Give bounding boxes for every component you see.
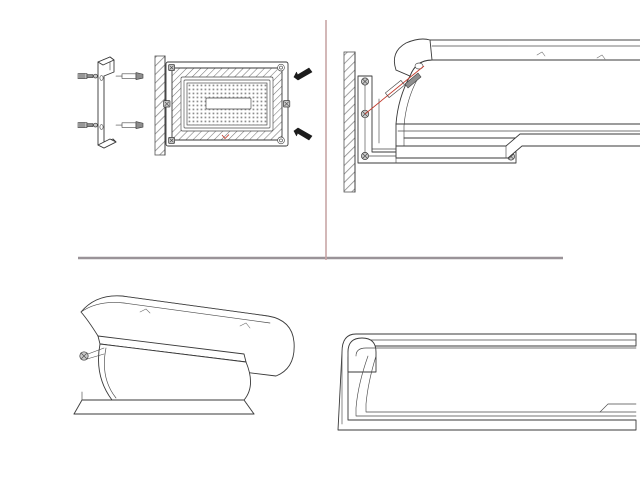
corner-screw-bottom-right [277, 136, 285, 145]
side-clip-left [163, 100, 171, 108]
housing-corner-screws [168, 63, 285, 145]
callout-screw-graphic [385, 72, 422, 98]
locking-screw-step3 [79, 347, 105, 361]
wall-anchor-upper [77, 73, 98, 80]
lamp-body-step2 [393, 38, 640, 164]
plate-screw-bottom-left [361, 152, 369, 160]
led-panel-housing [165, 61, 289, 147]
wall-anchor-lower [77, 122, 98, 129]
corner-screw-top-left [168, 64, 175, 71]
bracket-screw-lower [115, 121, 144, 129]
panel-step-4 [337, 333, 637, 431]
fixing-screw-callout [364, 65, 425, 115]
plate-screw-top-left [361, 77, 369, 86]
insert-arrow-upper [293, 67, 313, 81]
bracket-screw-upper [115, 72, 144, 80]
corner-screw-top-right [277, 63, 285, 72]
panel-step-3 [73, 295, 295, 415]
panel-step-1 [77, 55, 313, 156]
wall-surface-step2 [343, 51, 356, 193]
panel-step-2 [343, 38, 640, 193]
side-clip-right [283, 100, 291, 108]
mounting-bracket [97, 56, 117, 149]
corner-screw-bottom-left [168, 137, 175, 144]
insert-arrow-lower [293, 127, 313, 141]
